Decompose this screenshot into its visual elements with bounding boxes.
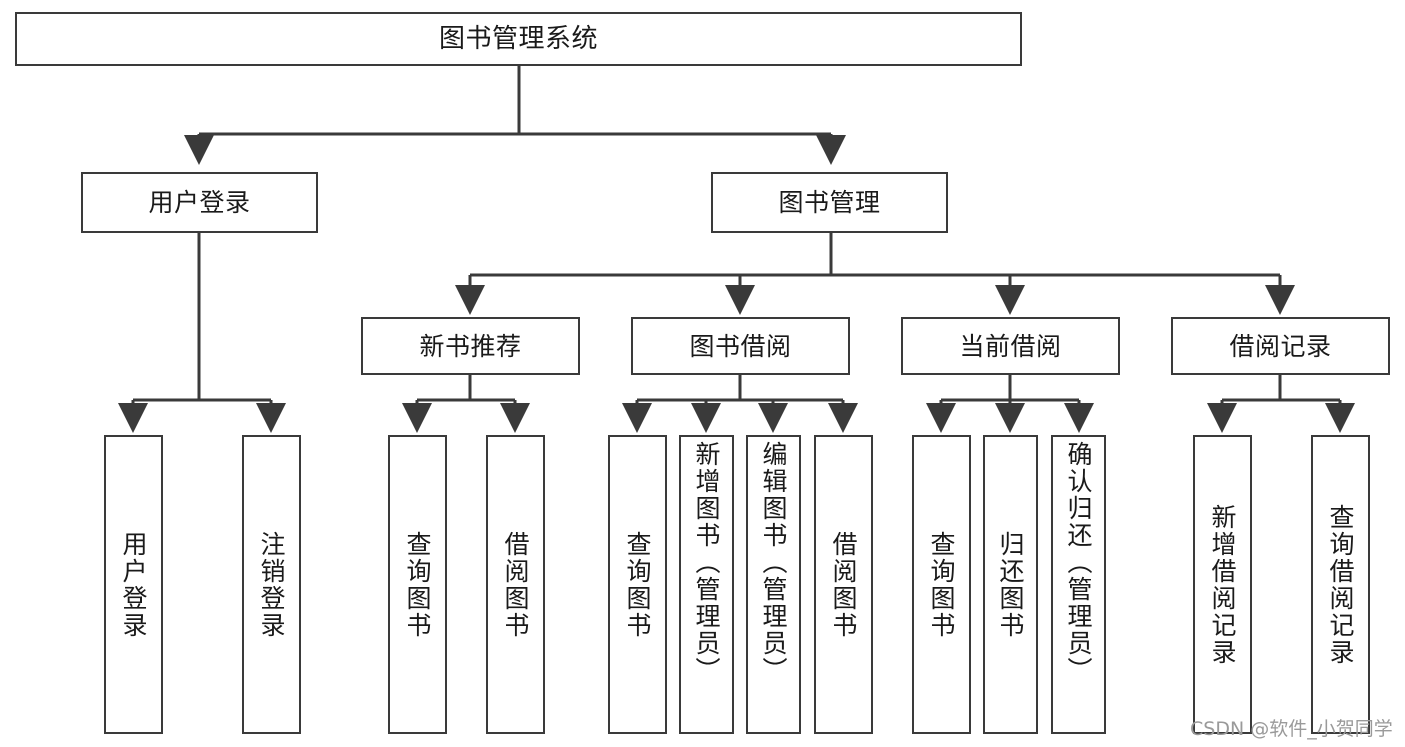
node-label: 用户登录 [148, 188, 251, 217]
node-leaf-query-borrow-record[interactable]: 查询借阅记录 [1311, 435, 1370, 734]
node-book-management[interactable]: 图书管理 [711, 172, 948, 233]
node-label: 确认归还（管理员） [1064, 441, 1093, 684]
node-leaf-borrow-book-recommend[interactable]: 借阅图书 [486, 435, 545, 734]
node-book-borrow[interactable]: 图书借阅 [631, 317, 850, 375]
node-leaf-edit-book-admin[interactable]: 编辑图书（管理员） [746, 435, 801, 734]
node-label: 注销登录 [257, 530, 286, 639]
node-label: 当前借阅 [959, 331, 1062, 361]
node-leaf-logout-login[interactable]: 注销登录 [242, 435, 301, 734]
node-label: 查询借阅记录 [1326, 503, 1355, 666]
node-leaf-user-login[interactable]: 用户登录 [104, 435, 163, 734]
node-root-book-management-system[interactable]: 图书管理系统 [15, 12, 1022, 66]
node-label: 图书管理系统 [438, 23, 598, 54]
node-label: 编辑图书（管理员） [759, 441, 788, 684]
node-label: 图书借阅 [689, 331, 792, 361]
node-leaf-borrow-book-borrow[interactable]: 借阅图书 [814, 435, 873, 734]
csdn-watermark: CSDN @软件_小贺同学 [1190, 718, 1393, 740]
node-label: 借阅图书 [829, 530, 858, 639]
node-new-book-recommend[interactable]: 新书推荐 [361, 317, 580, 375]
node-leaf-add-book-admin[interactable]: 新增图书（管理员） [679, 435, 734, 734]
node-label: 用户登录 [119, 530, 148, 639]
node-leaf-confirm-return-admin[interactable]: 确认归还（管理员） [1051, 435, 1106, 734]
node-label: 查询图书 [623, 530, 652, 639]
node-label: 新增借阅记录 [1208, 503, 1237, 666]
node-current-borrow[interactable]: 当前借阅 [901, 317, 1120, 375]
node-label: 查询图书 [927, 530, 956, 639]
node-leaf-add-borrow-record[interactable]: 新增借阅记录 [1193, 435, 1252, 734]
node-label: 查询图书 [403, 530, 432, 639]
node-label: 新增图书（管理员） [692, 441, 721, 684]
node-leaf-query-book-borrow[interactable]: 查询图书 [608, 435, 667, 734]
node-label: 归还图书 [996, 530, 1025, 639]
node-borrow-record[interactable]: 借阅记录 [1171, 317, 1390, 375]
node-leaf-return-book[interactable]: 归还图书 [983, 435, 1038, 734]
node-label: 借阅记录 [1229, 331, 1332, 361]
node-leaf-query-book-recommend[interactable]: 查询图书 [388, 435, 447, 734]
node-label: 借阅图书 [501, 530, 530, 639]
node-user-login[interactable]: 用户登录 [81, 172, 318, 233]
node-label: 图书管理 [778, 188, 881, 217]
node-label: 新书推荐 [419, 331, 522, 361]
node-leaf-query-book-current[interactable]: 查询图书 [912, 435, 971, 734]
